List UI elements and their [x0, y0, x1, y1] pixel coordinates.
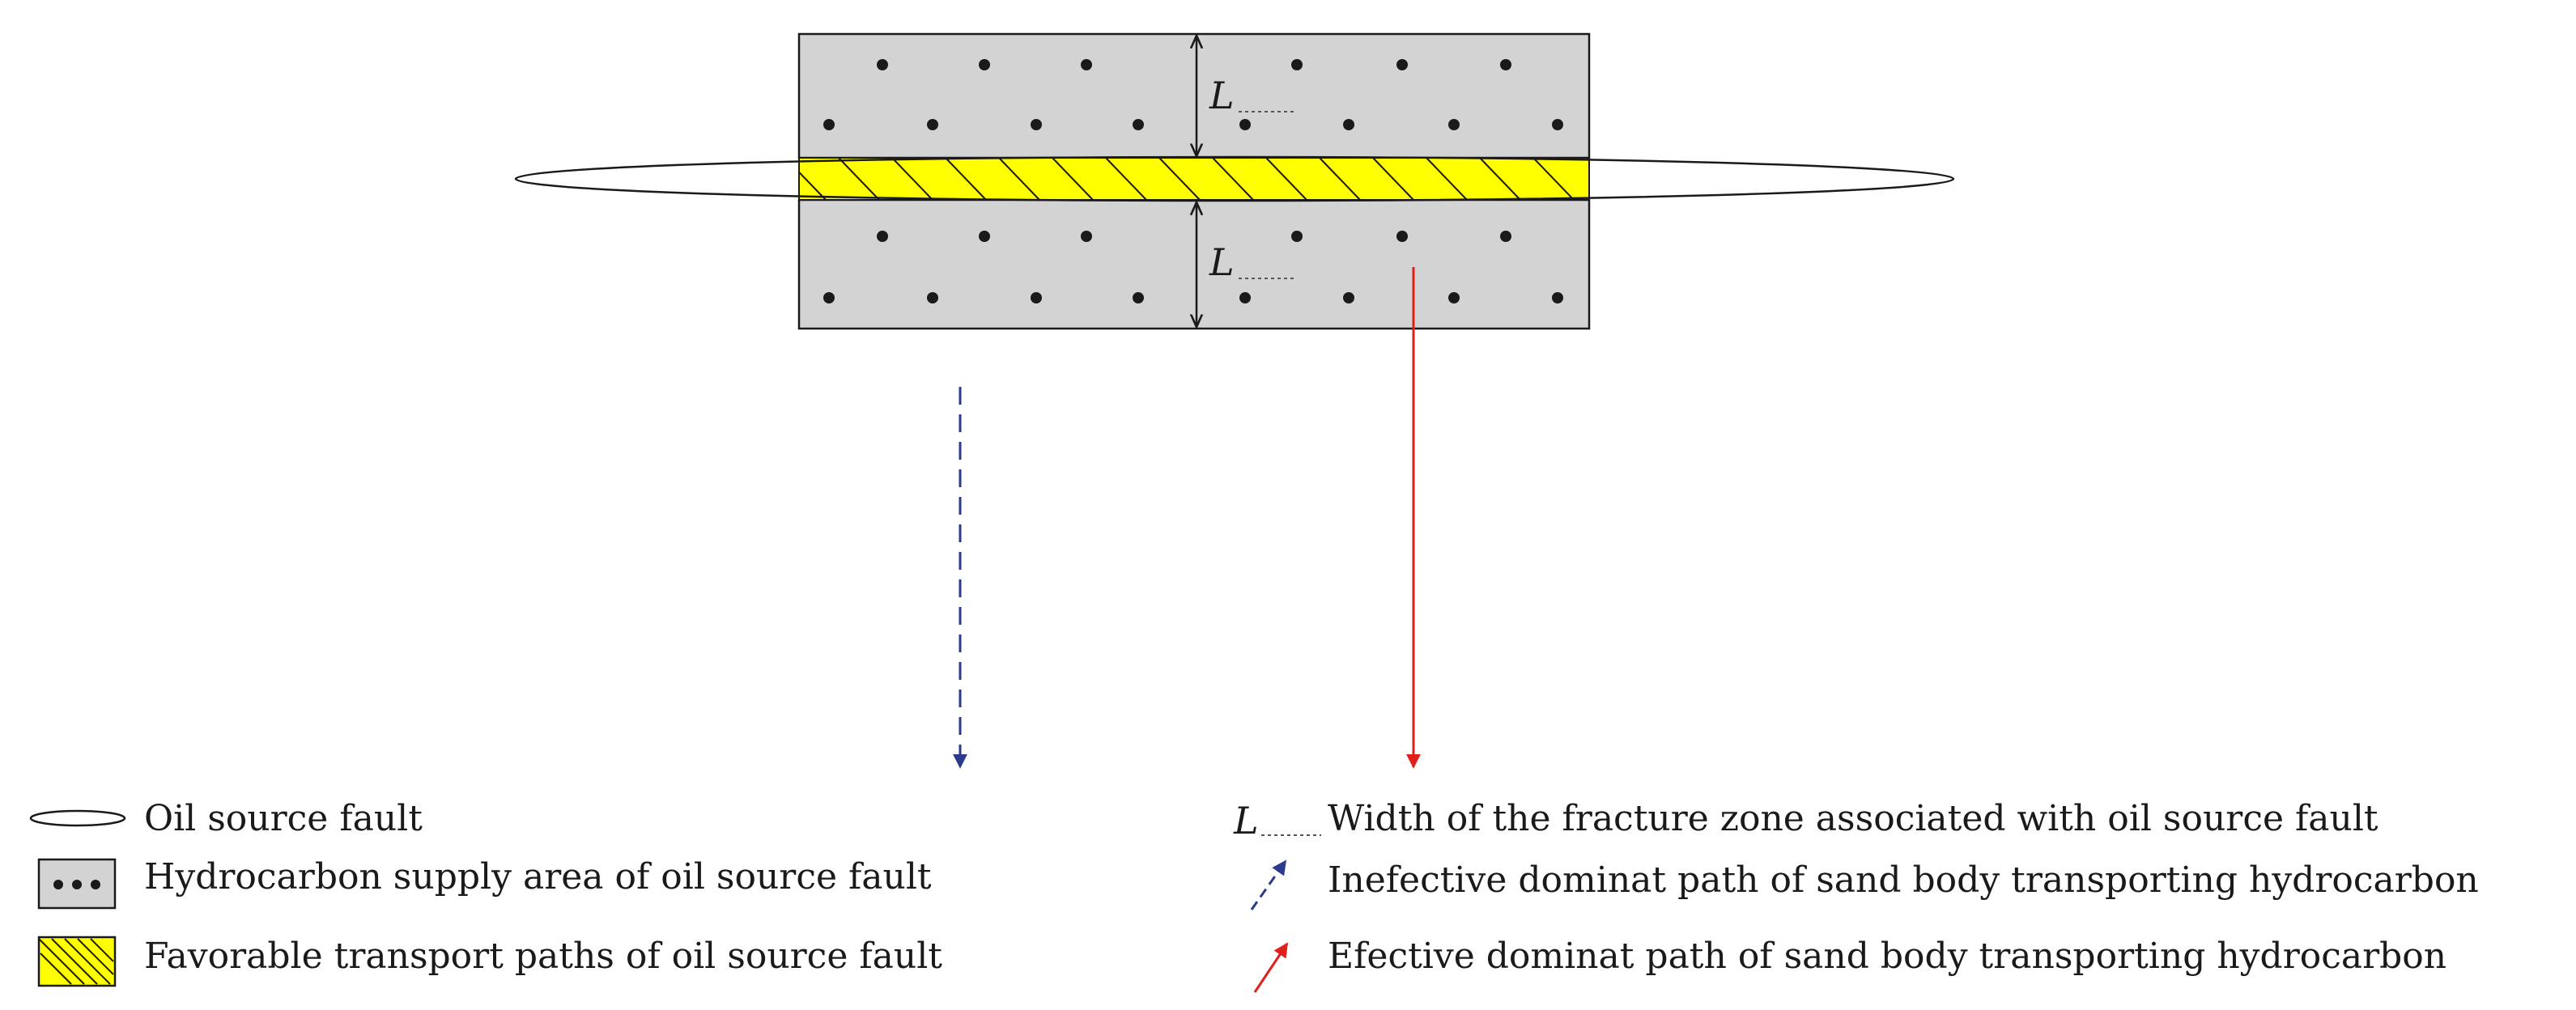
legend-label-oil-source-fault: Oil source fault — [144, 798, 423, 839]
supply-area-dots — [823, 59, 1563, 303]
legend-label-supply-area: Hydrocarbon supply area of oil source fa… — [144, 856, 932, 898]
legend-label-ineffective-path: Inefective dominat path of sand body tra… — [1328, 859, 2479, 901]
lower-supply-area — [797, 198, 1591, 330]
dotted-box-icon — [37, 858, 117, 910]
legend-label-effective-path: Efective dominat path of sand body trans… — [1328, 936, 2446, 977]
dashed-arrow-icon — [1250, 859, 1287, 910]
transport-band-hatching — [799, 158, 1589, 200]
upper-width-label: L — [1209, 74, 1235, 117]
legend-symbol-l: L — [1233, 799, 1259, 842]
upper-supply-area — [797, 32, 1591, 159]
ellipse-icon — [29, 809, 126, 827]
fracture-width-icon: L — [1233, 799, 1321, 842]
lower-width-label: L — [1209, 240, 1235, 284]
legend-label-fracture-width: Width of the fracture zone associated wi… — [1328, 798, 2378, 839]
hatched-box-icon — [37, 936, 117, 987]
oil-source-fault — [514, 155, 1955, 202]
solid-arrow-icon — [1253, 942, 1289, 993]
legend-left: Oil source fault Hydrocarbon supply area… — [29, 798, 942, 987]
legend-right: L Width of the fracture zone associated … — [1233, 798, 2479, 993]
legend-label-transport-paths: Favorable transport paths of oil source … — [144, 936, 942, 977]
